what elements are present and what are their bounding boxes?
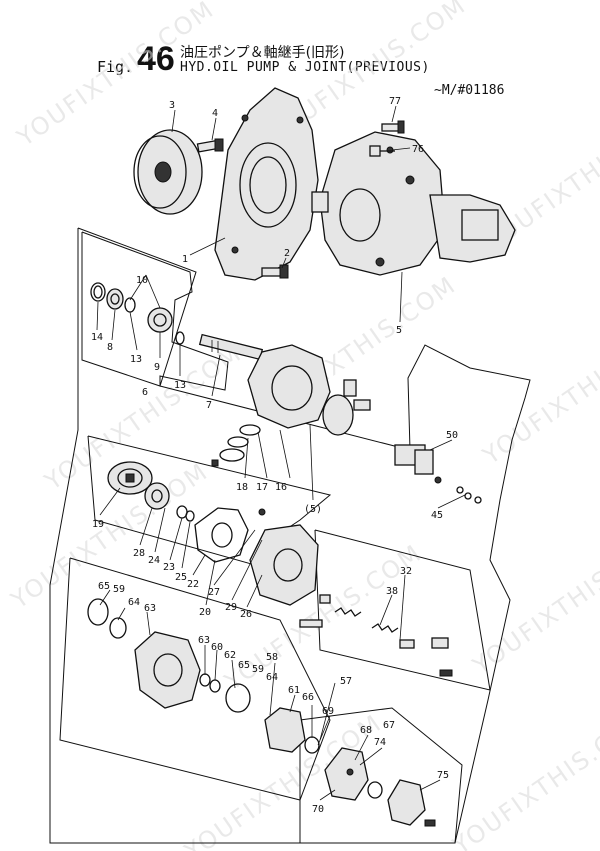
- callout-65-a: 65: [98, 581, 110, 592]
- figure-number: 46: [137, 40, 175, 78]
- callout-6: 6: [142, 387, 148, 398]
- part-valve-spring-38: [319, 594, 453, 677]
- callout-20: 20: [199, 607, 211, 618]
- part-bushings-22-25: [176, 505, 195, 522]
- watermark-text: YOUFIXTHIS.COM: [467, 523, 600, 681]
- callout-45: 45: [431, 510, 443, 521]
- callout-70: 70: [312, 804, 324, 815]
- callout-65-b: 65: [238, 660, 250, 671]
- callout-77: 77: [389, 96, 401, 107]
- figure-prefix: Fig.: [97, 58, 134, 76]
- part-coupling-3: [133, 129, 203, 215]
- part-small-fittings-45: [456, 486, 482, 504]
- callout-4: 4: [212, 108, 218, 119]
- callout-1: 1: [182, 254, 188, 265]
- callout-13-a: 13: [130, 354, 142, 365]
- part-plate-66: [264, 707, 306, 753]
- callout-23: 23: [163, 562, 175, 573]
- part-pump-body-26: [249, 508, 319, 606]
- callout-26: 26: [240, 609, 252, 620]
- callout-5-paren: (5): [304, 504, 322, 515]
- callout-9: 9: [154, 362, 160, 373]
- part-flange-housing-1: [214, 87, 319, 281]
- callout-7: 7: [206, 400, 212, 411]
- callout-64-a: 64: [128, 597, 140, 608]
- callout-50: 50: [446, 430, 458, 441]
- callout-66: 66: [302, 692, 314, 703]
- part-pump-block-63: [134, 631, 201, 709]
- leader-lines: [96, 105, 466, 801]
- callout-59-b: 59: [252, 664, 264, 675]
- part-bolt-4: [196, 138, 224, 153]
- callout-24: 24: [148, 555, 160, 566]
- valve-block-frame: [314, 529, 491, 691]
- part-housing-6: [247, 344, 331, 429]
- callout-75: 75: [437, 770, 449, 781]
- callout-16: 16: [275, 482, 287, 493]
- part-bearing-8: [106, 288, 124, 310]
- part-snap-ring-13: [124, 297, 136, 313]
- watermark-text: YOUFIXTHIS.COM: [477, 313, 600, 471]
- callout-67: 67: [383, 720, 395, 731]
- callout-13-b: 13: [174, 380, 186, 391]
- callout-5: 5: [396, 325, 402, 336]
- callout-63-b: 63: [198, 635, 210, 646]
- callout-25: 25: [175, 572, 187, 583]
- callout-2: 2: [284, 248, 290, 259]
- lower-pump-frame: [59, 557, 331, 801]
- part-end-cover-70: [324, 747, 369, 801]
- callout-64-b: 64: [266, 672, 278, 683]
- callout-27: 27: [208, 587, 220, 598]
- callout-3: 3: [169, 100, 175, 111]
- part-plug-bolt: [299, 619, 323, 628]
- callout-62: 62: [224, 650, 236, 661]
- callout-8: 8: [107, 342, 113, 353]
- callout-61: 61: [288, 685, 300, 696]
- callout-19: 19: [92, 519, 104, 530]
- part-o-rings-16-18: [211, 424, 261, 467]
- part-valve-50: [394, 444, 442, 484]
- callout-28: 28: [133, 548, 145, 559]
- callout-17: 17: [256, 482, 268, 493]
- callout-22: 22: [187, 579, 199, 590]
- callout-58: 58: [266, 652, 278, 663]
- end-cover-frame: [299, 707, 463, 844]
- callout-76: 76: [412, 144, 424, 155]
- callout-14: 14: [91, 332, 103, 343]
- part-bolt-2: [261, 264, 289, 279]
- callout-74: 74: [374, 737, 386, 748]
- serial-range: ~M/#01186: [434, 83, 505, 98]
- callout-63-a: 63: [144, 603, 156, 614]
- part-bearing-9: [147, 307, 173, 333]
- part-rings-59-65: [87, 598, 127, 639]
- part-gear-plate-28: [144, 482, 170, 510]
- callout-68: 68: [360, 725, 372, 736]
- callout-18: 18: [236, 482, 248, 493]
- callout-60: 60: [211, 642, 223, 653]
- figure-title-japanese: 油圧ポンプ＆軸継手(旧形): [180, 45, 345, 61]
- callout-38: 38: [386, 586, 398, 597]
- part-fitting-76: [369, 145, 395, 157]
- callout-57: 57: [340, 676, 352, 687]
- callout-29: 29: [225, 602, 237, 613]
- callout-32: 32: [400, 566, 412, 577]
- part-gasket-20: [194, 507, 249, 563]
- part-cover-75: [367, 779, 436, 827]
- shaft-subassembly-frame: [81, 231, 229, 391]
- callout-10: 10: [136, 275, 148, 286]
- part-snap-ring-13b: [175, 331, 185, 345]
- watermark-text: YOUFIXTHIS.COM: [11, 0, 219, 152]
- part-fitting-77: [381, 120, 405, 134]
- figure-title-english: HYD.OIL PUMP & JOINT(PREVIOUS): [180, 60, 430, 75]
- part-pump-assembly-5: [311, 131, 516, 276]
- part-gear-19: [107, 461, 153, 495]
- callout-labels: 3 4 1 2 77 76 5 10 14 8 13 9 6 13 7 18 1…: [91, 96, 458, 815]
- callout-69: 69: [322, 706, 334, 717]
- callout-59-a: 59: [113, 584, 125, 595]
- part-oil-seal-14: [90, 282, 106, 302]
- part-joint-cross: [322, 379, 371, 436]
